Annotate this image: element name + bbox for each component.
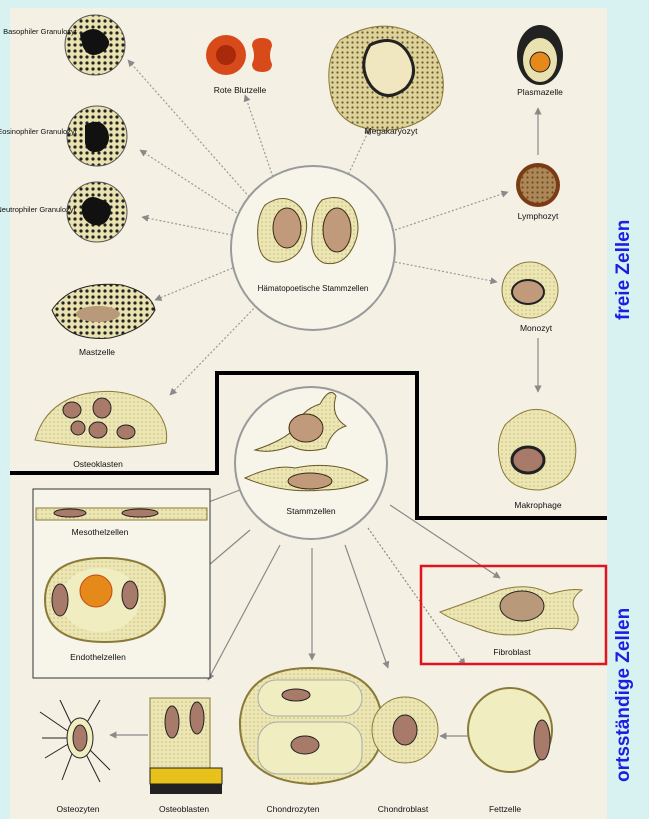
label-chondroblast: Chondroblast xyxy=(378,804,429,814)
label-macrophage: Makrophage xyxy=(514,500,562,510)
label-megakaryocyte: Megakaryozyt xyxy=(365,126,419,136)
label-eosinophil: Eosinophiler Granulozyt xyxy=(0,127,78,136)
neutrophil-cell xyxy=(66,181,128,243)
hsc-center xyxy=(230,165,396,331)
label-rbc: Rote Blutzelle xyxy=(214,85,267,95)
fibroblast-highlight-box xyxy=(419,564,608,666)
label-osteoclast: Osteoklasten xyxy=(73,459,123,469)
basophil-cell xyxy=(64,14,126,76)
epithelial-box xyxy=(32,488,211,679)
label-hsc: Hämatopoetische Stammzellen xyxy=(258,284,369,293)
free-fixed-divider xyxy=(10,371,607,520)
lymphocyte-cell xyxy=(516,163,560,207)
label-monocyte: Monozyt xyxy=(520,323,553,333)
mast-cell xyxy=(51,283,156,339)
monocyte-cell xyxy=(501,261,559,319)
stem-arrows xyxy=(109,487,501,740)
chondroblast-cell xyxy=(371,696,439,764)
label-plasma: Plasmazelle xyxy=(517,87,563,97)
eosinophil-cell xyxy=(66,105,128,167)
label-basophil: Basophiler Granulozyt xyxy=(3,27,78,36)
side-label-free: freie Zellen xyxy=(613,219,634,320)
label-mesothel: Mesothelzellen xyxy=(72,527,129,537)
stem-center xyxy=(234,386,388,540)
red-blood-cell xyxy=(206,35,272,75)
label-endothel: Endothelzellen xyxy=(70,652,126,662)
label-fat: Fettzelle xyxy=(489,804,521,814)
megakaryocyte-cell xyxy=(328,25,444,131)
osteoclast-cell xyxy=(34,390,168,448)
osteoblast-cells xyxy=(149,697,223,794)
side-label-fixed: ortsständige Zellen xyxy=(613,607,634,782)
label-lymphocyte: Lymphozyt xyxy=(518,211,559,221)
label-stem: Stammzellen xyxy=(286,506,335,516)
label-mast: Mastzelle xyxy=(79,347,115,357)
label-neutrophil: Neutrophiler Granulozyt xyxy=(0,205,77,214)
fibroblast-cell xyxy=(438,586,584,636)
label-osteocyte: Osteozyten xyxy=(57,804,100,814)
plasma-cell xyxy=(517,25,563,85)
chondrocyte-cells xyxy=(238,666,384,786)
osteocyte-cell xyxy=(39,699,111,783)
label-fibroblast: Fibroblast xyxy=(493,647,531,657)
label-chondrocyte: Chondrozyten xyxy=(267,804,320,814)
fat-cell xyxy=(467,687,553,773)
macrophage-cell xyxy=(497,408,577,491)
label-osteoblast: Osteoblasten xyxy=(159,804,209,814)
